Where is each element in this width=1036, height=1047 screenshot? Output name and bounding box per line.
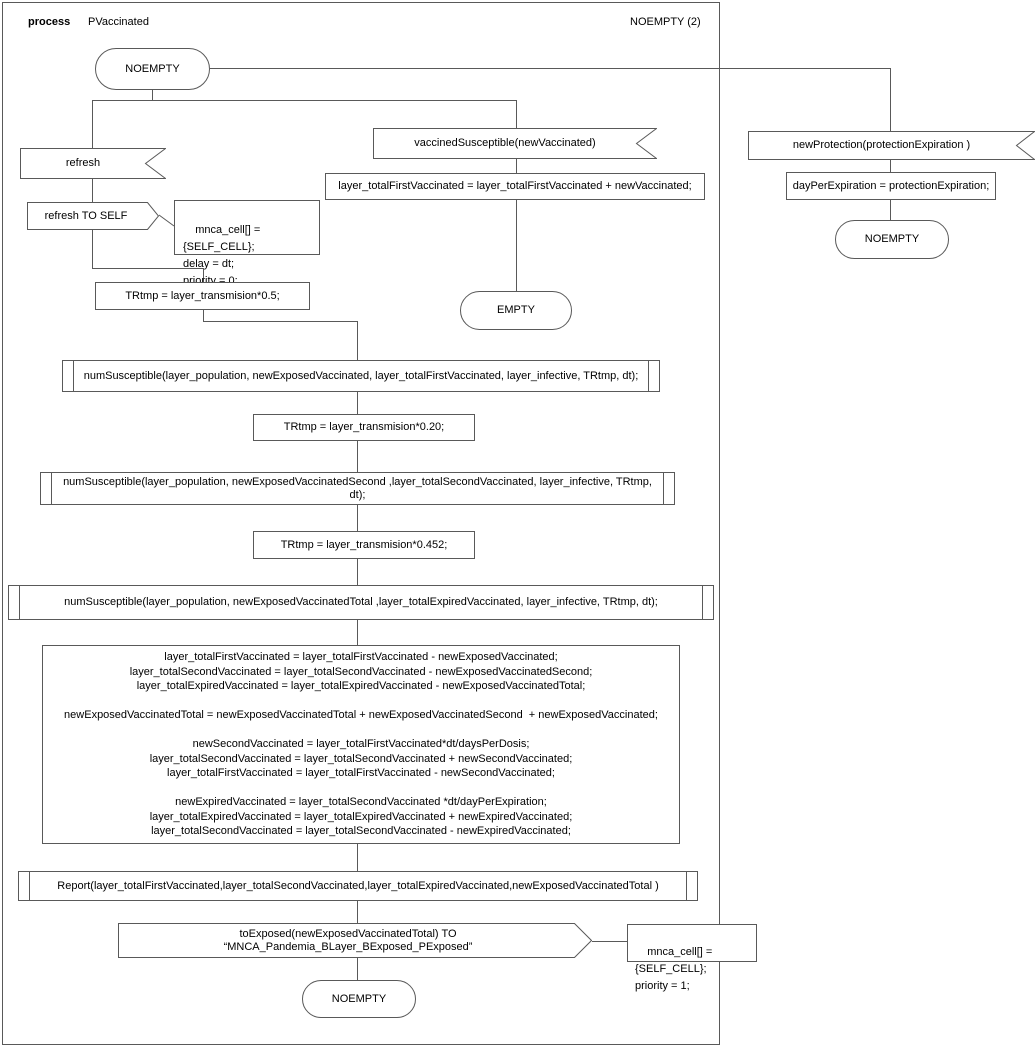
state-label: EMPTY bbox=[497, 304, 535, 316]
process-state-label: NOEMPTY (2) bbox=[630, 16, 701, 28]
send-flag-icon bbox=[27, 202, 159, 230]
assign-total-first-vaccinated[interactable]: layer_totalFirstVaccinated = layer_total… bbox=[325, 173, 705, 200]
statement-text: layer_totalFirstVaccinated = layer_total… bbox=[338, 180, 692, 192]
note-text: mnca_cell[] = {SELF_CELL}; delay = dt; p… bbox=[183, 224, 261, 287]
assign-trtmp-020[interactable]: TRtmp = layer_transmision*0.20; bbox=[253, 414, 475, 441]
receive-flag-icon bbox=[748, 131, 1035, 160]
assign-trtmp-05[interactable]: TRtmp = layer_transmision*0.5; bbox=[95, 282, 310, 310]
connector bbox=[203, 310, 204, 321]
connector bbox=[357, 505, 358, 531]
state-noempty-start[interactable]: NOEMPTY bbox=[95, 48, 210, 90]
connector bbox=[152, 90, 153, 100]
connector bbox=[92, 100, 516, 101]
note-connector bbox=[158, 214, 175, 227]
event-label: toExposed(newExposedVaccinatedTotal) TO … bbox=[223, 927, 473, 953]
connector bbox=[92, 230, 93, 268]
connector bbox=[357, 958, 358, 980]
state-label: NOEMPTY bbox=[125, 62, 180, 75]
state-label: NOEMPTY bbox=[331, 992, 387, 1005]
process-frame bbox=[2, 2, 720, 1045]
call-text: numSusceptible(layer_population, newExpo… bbox=[83, 369, 639, 382]
assign-trtmp-0452[interactable]: TRtmp = layer_transmision*0.452; bbox=[253, 531, 475, 559]
state-label: NOEMPTY bbox=[864, 233, 920, 245]
receive-flag-icon bbox=[20, 148, 166, 179]
connector bbox=[92, 268, 203, 269]
state-empty[interactable]: EMPTY bbox=[460, 291, 572, 330]
connector bbox=[516, 100, 517, 128]
assign-day-per-expiration[interactable]: dayPerExpiration = protectionExpiration; bbox=[786, 172, 996, 200]
event-label: newProtection(protectionExpiration ) bbox=[792, 139, 971, 151]
connector bbox=[92, 100, 93, 148]
connector bbox=[357, 441, 358, 472]
statements-text: layer_totalFirstVaccinated = layer_total… bbox=[64, 651, 658, 838]
process-type-label: process bbox=[28, 16, 71, 28]
event-send-to-exposed[interactable]: toExposed(newExposedVaccinatedTotal) TO … bbox=[118, 923, 592, 958]
event-send-refresh-to-self[interactable]: refresh TO SELF bbox=[27, 202, 159, 230]
statement-text: TRtmp = layer_transmision*0.20; bbox=[283, 421, 445, 433]
call-text: numSusceptible(layer_population, newExpo… bbox=[63, 475, 652, 501]
state-noempty-right[interactable]: NOEMPTY bbox=[835, 220, 949, 259]
connector bbox=[357, 901, 358, 923]
event-receive-vaccined-susceptible[interactable]: vaccinedSusceptible(newVaccinated) bbox=[373, 128, 657, 159]
connector bbox=[890, 160, 891, 172]
connector bbox=[357, 559, 358, 585]
connector bbox=[357, 392, 358, 414]
call-text: Report(layer_totalFirstVaccinated,layer_… bbox=[57, 879, 659, 892]
receive-flag-icon bbox=[373, 128, 657, 159]
statement-text: dayPerExpiration = protectionExpiration; bbox=[792, 179, 990, 192]
note-text: mnca_cell[] = {SELF_CELL}; priority = 1; bbox=[635, 946, 713, 992]
event-receive-refresh[interactable]: refresh bbox=[20, 148, 166, 179]
connector bbox=[210, 68, 890, 69]
connector bbox=[203, 268, 204, 282]
call-report[interactable]: Report(layer_totalFirstVaccinated,layer_… bbox=[18, 871, 698, 901]
connector bbox=[92, 177, 93, 202]
event-receive-new-protection[interactable]: newProtection(protectionExpiration ) bbox=[748, 131, 1035, 160]
connector bbox=[890, 68, 891, 131]
process-name: PVaccinated bbox=[88, 16, 149, 28]
event-label: refresh bbox=[65, 157, 101, 169]
connector bbox=[357, 321, 358, 360]
connector bbox=[516, 200, 517, 291]
note-to-exposed-params[interactable]: mnca_cell[] = {SELF_CELL}; priority = 1; bbox=[627, 924, 757, 992]
call-text: numSusceptible(layer_population, newExpo… bbox=[64, 596, 658, 608]
connector bbox=[357, 844, 358, 871]
call-num-susceptible-2[interactable]: numSusceptible(layer_population, newExpo… bbox=[40, 472, 675, 505]
connector bbox=[357, 620, 358, 645]
connector bbox=[890, 200, 891, 220]
statement-text: TRtmp = layer_transmision*0.5; bbox=[125, 289, 280, 302]
event-label: refresh TO SELF bbox=[44, 209, 128, 222]
call-num-susceptible-1[interactable]: numSusceptible(layer_population, newExpo… bbox=[62, 360, 660, 392]
call-num-susceptible-3[interactable]: numSusceptible(layer_population, newExpo… bbox=[8, 585, 714, 620]
note-refresh-params[interactable]: mnca_cell[] = {SELF_CELL}; delay = dt; p… bbox=[174, 200, 320, 287]
statement-text: TRtmp = layer_transmision*0.452; bbox=[280, 538, 448, 551]
connector bbox=[516, 159, 517, 173]
send-flag-icon bbox=[118, 923, 592, 958]
event-label: vaccinedSusceptible(newVaccinated) bbox=[414, 137, 596, 149]
statements-block[interactable]: layer_totalFirstVaccinated = layer_total… bbox=[42, 645, 680, 844]
note-connector bbox=[592, 941, 627, 942]
state-noempty-end[interactable]: NOEMPTY bbox=[302, 980, 416, 1018]
connector bbox=[203, 321, 357, 322]
